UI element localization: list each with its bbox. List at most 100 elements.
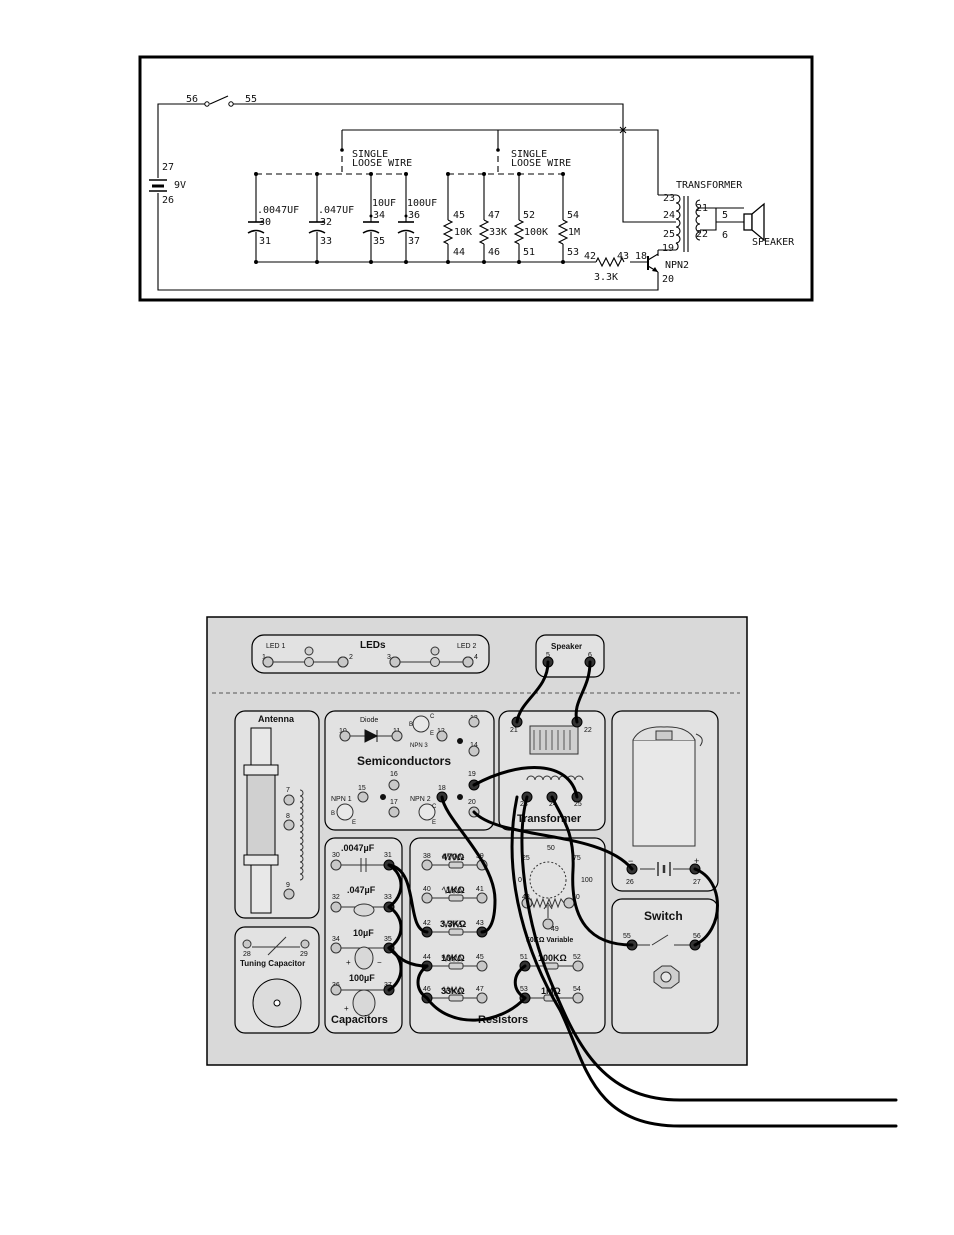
semi-t18: 18 xyxy=(438,785,446,792)
semis-title: Semiconductors xyxy=(357,754,451,768)
pot-s50: 50 xyxy=(547,845,555,852)
cap1-bottom: 31 xyxy=(259,236,271,247)
res1-value: 10K xyxy=(454,227,472,238)
switch-t55: 55 xyxy=(623,933,631,940)
cap3-top: 34 xyxy=(373,210,385,221)
res-t42: 42 xyxy=(423,920,431,927)
npn2-e: E xyxy=(432,820,436,826)
pot-label: 50KΩ Variable xyxy=(526,937,573,944)
transistor-emitter: 20 xyxy=(662,274,674,285)
transformer-s-bottom: 22 xyxy=(696,229,708,240)
speaker-panel-t1: 5 xyxy=(546,652,550,659)
res-t38: 38 xyxy=(423,853,431,860)
cap4-top: 36 xyxy=(408,210,420,221)
cap4-value: 100UF xyxy=(407,198,437,209)
pot-t49: 49 xyxy=(551,926,559,933)
battery-bottom-label: 26 xyxy=(162,195,174,206)
speaker-t2: 6 xyxy=(722,230,728,241)
base-res-left: 42 xyxy=(584,251,596,262)
cap-minus-1: − xyxy=(377,958,382,967)
cap4-bottom: 37 xyxy=(408,236,420,247)
cap3-bottom: 35 xyxy=(373,236,385,247)
transformer-t22: 22 xyxy=(584,727,592,734)
transistor-base: 18 xyxy=(635,251,647,262)
res-t46: 46 xyxy=(423,986,431,993)
transformer-p-top: 23 xyxy=(663,193,675,204)
led-t4: 4 xyxy=(474,654,478,661)
speaker-panel-title: Speaker xyxy=(551,642,582,651)
panel-capacitors xyxy=(324,837,403,1034)
loose-wire-1-line2: LOOSE WIRE xyxy=(352,158,412,169)
res1-top: 45 xyxy=(453,210,465,221)
cap-plus-2: + xyxy=(344,1004,349,1013)
loose-wire-1-line1: SINGLE xyxy=(352,149,388,160)
speaker-label: SPEAKER xyxy=(752,237,795,248)
cap-t32: 32 xyxy=(332,894,340,901)
res2-top: 47 xyxy=(488,210,500,221)
cap2-value: .047UF xyxy=(318,205,354,216)
npn2-c: C xyxy=(432,804,437,810)
base-res-right: 43 xyxy=(617,251,629,262)
battery-t26: 26 xyxy=(626,879,634,886)
transformer-p-bottom: 25 xyxy=(663,229,675,240)
transformer-t21: 21 xyxy=(510,727,518,734)
res-t43: 43 xyxy=(476,920,484,927)
switch-left-label: 56 xyxy=(186,94,198,105)
led1-label: LED 1 xyxy=(266,643,286,650)
cap2-top: 32 xyxy=(320,217,332,228)
tuning-title: Tuning Capacitor xyxy=(240,959,305,968)
schematic-frame xyxy=(138,55,814,302)
cap-t33: 33 xyxy=(384,894,392,901)
npn3-c: C xyxy=(430,714,435,720)
cap-c2: .047µF xyxy=(347,885,376,895)
pot-t50: 50 xyxy=(572,894,580,901)
res4-bottom: 53 xyxy=(567,247,579,258)
npn1-b: B xyxy=(331,811,335,817)
tuning-t28: 28 xyxy=(243,951,251,958)
transformer-t24: 24 xyxy=(549,801,557,808)
res-r33k3: 3.3KΩ xyxy=(440,919,466,929)
transistor-collector: 19 xyxy=(662,243,674,254)
res3-top: 52 xyxy=(523,210,535,221)
res-r10k: 10KΩ xyxy=(441,953,465,963)
npn2-label: NPN 2 xyxy=(410,796,431,803)
res-t51: 51 xyxy=(520,954,528,961)
res2-bottom: 46 xyxy=(488,247,500,258)
battery-t27: 27 xyxy=(693,879,701,886)
led-t1: 1 xyxy=(262,654,266,661)
tuning-t29: 29 xyxy=(300,951,308,958)
breadboard-diagram: LEDs LED 1 LED 2 1 2 3 4 Speaker 5 6 Ant… xyxy=(206,616,898,1128)
transformer-label: TRANSFORMER xyxy=(676,180,743,191)
res-t41: 41 xyxy=(476,886,484,893)
antenna-t8: 8 xyxy=(286,813,290,820)
res4-top: 54 xyxy=(567,210,579,221)
base-res-value: 3.3K xyxy=(594,272,618,283)
npn1-label: NPN 1 xyxy=(331,796,352,803)
semi-t16: 16 xyxy=(390,771,398,778)
antenna-t9: 9 xyxy=(286,882,290,889)
leds-title: LEDs xyxy=(360,640,386,651)
switch-right-label: 55 xyxy=(245,94,257,105)
semi-t15: 15 xyxy=(358,785,366,792)
pot-s0: 0 xyxy=(518,877,522,884)
transistor-label: NPN2 xyxy=(665,260,689,271)
transformer-title: Transformer xyxy=(517,813,582,825)
battery-plus: + xyxy=(694,856,699,866)
res-t53: 53 xyxy=(520,986,528,993)
switch-t56: 56 xyxy=(693,933,701,940)
cap1-value: .0047UF xyxy=(257,205,299,216)
cap-t30: 30 xyxy=(332,852,340,859)
res-t54: 54 xyxy=(573,986,581,993)
antenna-title: Antenna xyxy=(258,714,295,724)
npn3-label: NPN 3 xyxy=(410,743,428,749)
transformer-s-top: 21 xyxy=(696,203,708,214)
cap-t35: 35 xyxy=(384,936,392,943)
antenna-t7: 7 xyxy=(286,787,290,794)
semi-t19: 19 xyxy=(468,771,476,778)
res-t52: 52 xyxy=(573,954,581,961)
cap-c3: 10µF xyxy=(353,928,374,938)
cap-t34: 34 xyxy=(332,936,340,943)
res1-bottom: 44 xyxy=(453,247,465,258)
res-t47: 47 xyxy=(476,986,484,993)
res-r33k: 33KΩ xyxy=(441,986,465,996)
